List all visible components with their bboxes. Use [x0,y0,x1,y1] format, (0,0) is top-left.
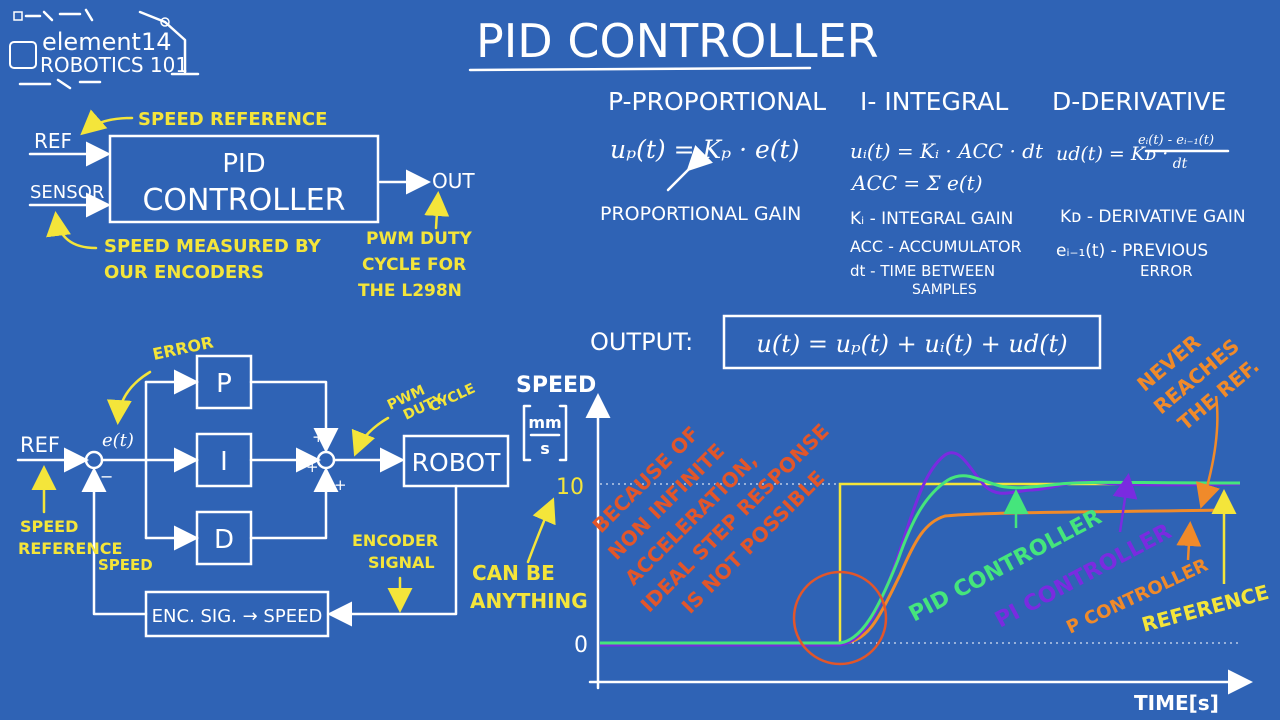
i-formula: uᵢ(t) = Kᵢ · ACC · dt [850,139,1044,163]
loop-speed-ref-1: SPEED [20,517,78,536]
ref-label: REF [34,129,72,153]
top-block: PID CONTROLLER REF SENSOR OUT SPEED REFE… [28,109,475,301]
p-block-label: P [216,369,232,399]
loop-error-note: ERROR [151,333,215,364]
can-be-1: CAN BE [472,561,555,585]
loop-encoder-1: ENCODER [352,531,438,550]
out-label: OUT [432,169,475,193]
loop-encoder-2: SIGNAL [368,553,435,572]
i-block-label: I [220,447,228,477]
sum-junction-pid [316,450,336,470]
i-note-3: dt - TIME BETWEEN [850,262,995,280]
speed-reference-note: SPEED REFERENCE [138,109,327,130]
page-title: PID CONTROLLER [476,14,879,68]
i-formula2: ACC = Σ e(t) [850,171,983,195]
plus-sign-left: + [306,458,319,476]
loop-speed-ref-2: REFERENCE [18,539,122,558]
pwm-note-2: CYCLE FOR [362,255,466,275]
p-term: P-PROPORTIONAL uₚ(t) = Kₚ · e(t) PROPORT… [600,87,826,225]
loop-ref: REF [20,433,60,457]
d-note-3: ERROR [1140,262,1193,280]
i-term: I- INTEGRAL uᵢ(t) = Kᵢ · ACC · dt ACC = … [850,87,1044,298]
graph-ylabel: SPEED [516,373,596,398]
d-formula-left: ud(t) = Kᴅ · [1056,143,1168,165]
loop-pwm-3: CYCLE [427,381,478,416]
never-reaches-note: NEVER REACHES THE REF. [1132,330,1263,436]
sensor-label: SENSOR [30,182,104,203]
transition-highlight [792,570,888,666]
pid-controller-curve [600,474,1241,645]
output-label: OUTPUT: [590,328,693,356]
can-be-2: ANYTHING [470,589,588,613]
d-note-1: Kᴅ - DERIVATIVE GAIN [1060,207,1246,227]
d-heading: D-DERIVATIVE [1052,87,1226,116]
minus-sign: − [100,467,113,486]
logo-line2: ROBOTICS 101 [40,53,188,77]
pid-controller-box [108,134,380,224]
i-note-4: SAMPLES [912,282,977,298]
pwm-note-1: PWM DUTY [366,229,473,249]
graph-unit-den: s [540,439,550,458]
tick-0: 0 [574,633,588,658]
output-box [722,314,1102,370]
pid-box-line2: CONTROLLER [142,183,345,218]
d-formula-num: eᵢ(t) - eᵢ₋₁(t) [1138,133,1214,148]
speed-measured-note-1: SPEED MEASURED BY [104,236,322,257]
i-note-2: ACC - ACCUMULATOR [850,237,1022,256]
robot-label: ROBOT [412,448,501,477]
graph-xlabel: TIME[s] [1134,691,1219,715]
output-formula: u(t) = uₚ(t) + uᵢ(t) + ud(t) [756,330,1067,358]
i-heading: I- INTEGRAL [860,87,1008,116]
encoder-converter-label: ENC. SIG. → SPEED [152,606,323,627]
plus-sign-top: + [312,428,325,446]
d-block-label: D [214,525,234,555]
loop-error-signal: e(t) [102,430,134,451]
control-loop: REF e(t) − P I D + + + ROBOT ENC. SIG. →… [16,333,510,638]
logo-line1: element14 [42,28,172,56]
d-note-2: eᵢ₋₁(t) - PREVIOUS [1056,241,1208,261]
p-controller-curve [600,508,1231,645]
pid-box-line1: PID [222,149,265,179]
logo: element14 ROBOTICS 101 [9,8,200,90]
p-heading: P-PROPORTIONAL [608,87,826,116]
pwm-note-3: THE L298N [358,281,462,301]
plus-sign-bottom: + [334,476,347,494]
d-formula-den: dt [1173,156,1188,172]
p-formula: uₚ(t) = Kₚ · e(t) [610,135,799,164]
loop-speed: SPEED [98,556,153,574]
p-note: PROPORTIONAL GAIN [600,203,801,225]
sum-junction-error [84,450,104,470]
step-response-graph: SPEED mm s TIME[s] 10 0 CAN BE ANYTHING … [470,330,1271,715]
speed-measured-note-2: OUR ENCODERS [104,262,264,283]
graph-unit-num: mm [528,413,561,432]
d-term: D-DERIVATIVE ud(t) = Kᴅ · eᵢ(t) - eᵢ₋₁(t… [1052,87,1246,280]
title-underline [468,66,812,72]
tick-10: 10 [556,475,584,500]
acceleration-note: BECAUSE OF NON INFINITE ACCELERATION, ID… [588,419,834,619]
i-note-1: Kᵢ - INTEGRAL GAIN [850,209,1013,229]
